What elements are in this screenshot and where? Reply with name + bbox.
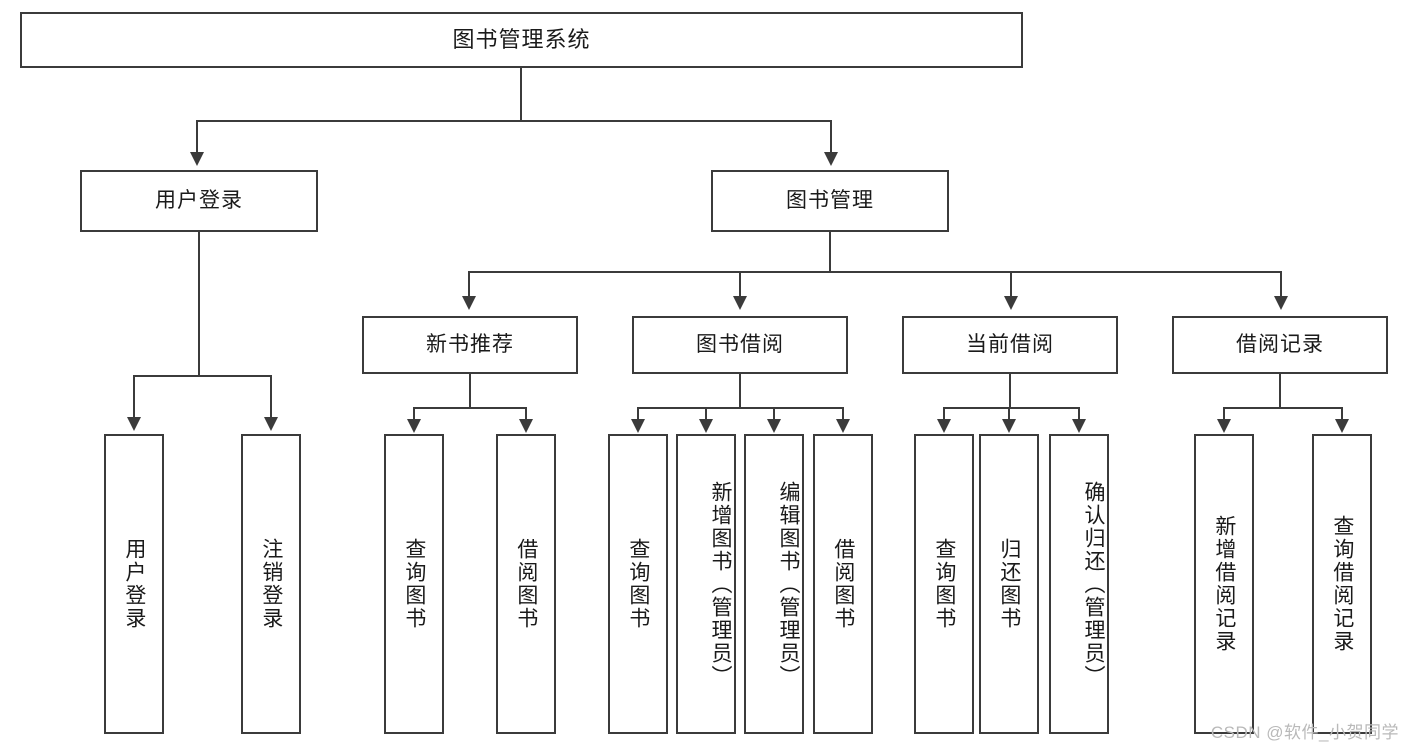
leaf-node-user-login-login[interactable]: 用户登录 — [104, 434, 164, 734]
leaf-node-current-borrow-query[interactable]: 查询图书 — [914, 434, 974, 734]
edge-current-borrow-to-leaf-0 — [943, 407, 945, 421]
node-label: 查询图书 — [626, 538, 650, 630]
edge-user-login-to-leaf-1 — [270, 375, 272, 419]
edge-new-book-bus — [413, 407, 527, 409]
leaf-node-borrow-record-query[interactable]: 查询借阅记录 — [1312, 434, 1372, 734]
arrowhead-icon-leaf-borrow-record-1 — [1335, 419, 1349, 433]
node-label: 当前借阅 — [966, 333, 1054, 357]
arrowhead-icon-leaf-book-borrow-2 — [767, 419, 781, 433]
edge-user-login-to-leaf-0 — [133, 375, 135, 419]
node-label: 归还图书 — [997, 538, 1021, 630]
node-label: 查询图书 — [402, 538, 426, 630]
arrowhead-icon-leaf-user-login-0 — [127, 417, 141, 431]
node-borrow-record[interactable]: 借阅记录 — [1172, 316, 1388, 374]
arrowhead-icon-leaf-book-borrow-1 — [699, 419, 713, 433]
node-user-login[interactable]: 用户登录 — [80, 170, 318, 232]
leaf-node-book-borrow-query[interactable]: 查询图书 — [608, 434, 668, 734]
edge-borrow-record-to-leaf-0 — [1223, 407, 1225, 421]
leaf-node-user-login-logout[interactable]: 注销登录 — [241, 434, 301, 734]
edge-book-borrow-stem — [739, 374, 741, 408]
node-label: 图书管理系统 — [452, 26, 591, 52]
arrowhead-icon-borrow-record — [1274, 296, 1288, 310]
node-label: 注销登录 — [259, 538, 283, 630]
edge-new-book-stem — [469, 374, 471, 408]
arrowhead-icon-leaf-book-borrow-0 — [631, 419, 645, 433]
arrowhead-icon-leaf-borrow-record-0 — [1217, 419, 1231, 433]
node-root-book-management-system[interactable]: 图书管理系统 — [20, 12, 1023, 68]
edge-bm-to-current-borrow — [1010, 271, 1012, 298]
leaf-node-new-book-borrow[interactable]: 借阅图书 — [496, 434, 556, 734]
leaf-node-new-book-query[interactable]: 查询图书 — [384, 434, 444, 734]
node-label: 图书借阅 — [696, 333, 784, 357]
arrowhead-icon-leaf-book-borrow-3 — [836, 419, 850, 433]
node-label: 借阅图书 — [831, 538, 855, 630]
edge-book-management-stem — [829, 232, 831, 272]
node-book-management[interactable]: 图书管理 — [711, 170, 949, 232]
node-label: 用户登录 — [155, 189, 243, 213]
edge-borrow-record-to-leaf-1 — [1341, 407, 1343, 421]
edge-borrow-record-stem — [1279, 374, 1281, 408]
arrowhead-icon-leaf-new-book-1 — [519, 419, 533, 433]
edge-book-borrow-to-leaf-1 — [705, 407, 707, 421]
node-label: 新书推荐 — [426, 333, 514, 357]
node-label: 用户登录 — [122, 538, 146, 630]
arrowhead-icon-book-borrow — [733, 296, 747, 310]
node-label: 编辑图书（管理员） — [777, 480, 800, 688]
node-new-book-recommend[interactable]: 新书推荐 — [362, 316, 578, 374]
arrowhead-icon-new-book — [462, 296, 476, 310]
edge-user-login-bus — [133, 375, 272, 377]
edge-root-to-book-management — [830, 120, 832, 154]
node-current-borrow[interactable]: 当前借阅 — [902, 316, 1118, 374]
edge-bm-to-borrow-record — [1280, 271, 1282, 298]
watermark: CSDN @软件_小贺同学 — [1210, 723, 1399, 742]
arrowhead-icon-leaf-user-login-1 — [264, 417, 278, 431]
arrowhead-icon-leaf-current-borrow-2 — [1072, 419, 1086, 433]
arrowhead-icon-leaf-current-borrow-0 — [937, 419, 951, 433]
edge-user-login-stem — [198, 232, 200, 375]
node-label: 新增借阅记录 — [1212, 515, 1236, 653]
edge-book-borrow-bus — [637, 407, 844, 409]
leaf-node-book-borrow-edit[interactable]: 编辑图书（管理员） — [744, 434, 804, 734]
edge-new-book-to-leaf-1 — [525, 407, 527, 421]
edge-current-borrow-stem — [1009, 374, 1011, 408]
edge-root-stem — [520, 68, 522, 120]
edge-current-borrow-bus — [943, 407, 1079, 409]
edge-book-borrow-to-leaf-0 — [637, 407, 639, 421]
arrowhead-icon-current-borrow — [1004, 296, 1018, 310]
arrowhead-icon-leaf-new-book-0 — [407, 419, 421, 433]
leaf-node-borrow-record-add[interactable]: 新增借阅记录 — [1194, 434, 1254, 734]
leaf-node-book-borrow-borrow[interactable]: 借阅图书 — [813, 434, 873, 734]
node-book-borrow[interactable]: 图书借阅 — [632, 316, 848, 374]
edge-book-borrow-to-leaf-2 — [773, 407, 775, 421]
node-label: 查询图书 — [932, 538, 956, 630]
arrowhead-icon-book-management — [824, 152, 838, 166]
node-label: 图书管理 — [786, 189, 874, 213]
edge-root-bus — [196, 120, 832, 122]
edge-bm-to-new-book — [468, 271, 470, 298]
leaf-node-book-borrow-add[interactable]: 新增图书（管理员） — [676, 434, 736, 734]
edge-new-book-to-leaf-0 — [413, 407, 415, 421]
leaf-node-current-borrow-return[interactable]: 归还图书 — [979, 434, 1039, 734]
edge-root-to-user-login — [196, 120, 198, 154]
edge-current-borrow-to-leaf-1 — [1008, 407, 1010, 421]
edge-borrow-record-bus — [1223, 407, 1343, 409]
node-label: 借阅图书 — [514, 538, 538, 630]
node-label: 借阅记录 — [1236, 333, 1324, 357]
node-label: 新增图书（管理员） — [709, 480, 732, 688]
node-label: 确认归还（管理员） — [1082, 480, 1105, 688]
leaf-node-current-borrow-confirm-return[interactable]: 确认归还（管理员） — [1049, 434, 1109, 734]
edge-bm-to-book-borrow — [739, 271, 741, 298]
edge-current-borrow-to-leaf-2 — [1078, 407, 1080, 421]
node-label: 查询借阅记录 — [1330, 515, 1354, 653]
edge-book-management-bus — [468, 271, 1280, 273]
arrowhead-icon-leaf-current-borrow-1 — [1002, 419, 1016, 433]
arrowhead-icon-user-login — [190, 152, 204, 166]
edge-book-borrow-to-leaf-3 — [842, 407, 844, 421]
